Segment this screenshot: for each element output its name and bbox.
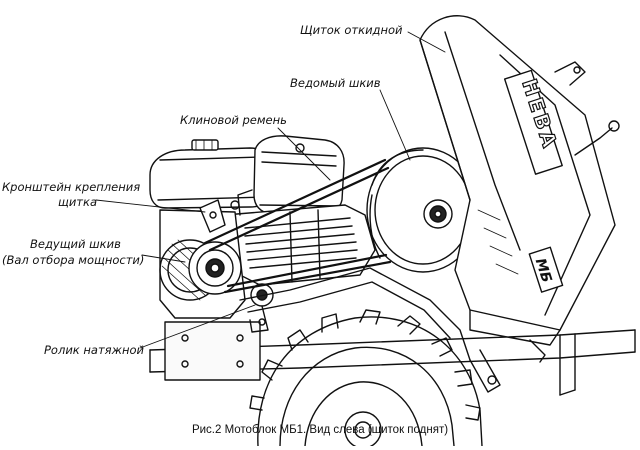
label-tension-roller: Ролик натяжной [44, 343, 144, 357]
leader-bracket [95, 199, 206, 213]
drive-pulley [188, 241, 242, 295]
leader-tension-roller [139, 304, 256, 349]
model-plate [528, 246, 564, 293]
model-name: МБ [532, 256, 555, 284]
leader-lines [95, 31, 446, 349]
leader-v-belt [277, 127, 331, 181]
v-belt [203, 158, 392, 294]
leader-shield [407, 31, 446, 53]
drive-wheel [249, 309, 483, 449]
belt-guard [239, 267, 471, 361]
handle-lever [554, 61, 620, 156]
air-filter [253, 135, 345, 216]
rear-parts [469, 339, 546, 393]
fuel-tank [149, 139, 273, 209]
brand-plate [503, 69, 563, 175]
label-bracket-2: щитка [58, 195, 97, 209]
label-bracket-1: Кронштейн крепления [2, 180, 141, 194]
label-drive-pulley-1: Ведущий шкив [30, 237, 121, 251]
label-drive-pulley-2: (Вал отбора мощности) [2, 253, 145, 267]
label-driven-pulley: Ведомый шкив [290, 76, 381, 90]
frame [149, 321, 636, 396]
figure-caption: Рис.2 Мотоблок МБ1. Вид слева (щиток под… [191, 424, 449, 436]
label-shield: Щиток откидной [300, 23, 403, 37]
flip-shield [419, 15, 616, 346]
shield-bracket [199, 199, 226, 233]
leader-drive-pulley [141, 254, 186, 263]
label-v-belt: Клиновой ремень [180, 113, 287, 127]
leader-driven-pulley [379, 89, 411, 161]
